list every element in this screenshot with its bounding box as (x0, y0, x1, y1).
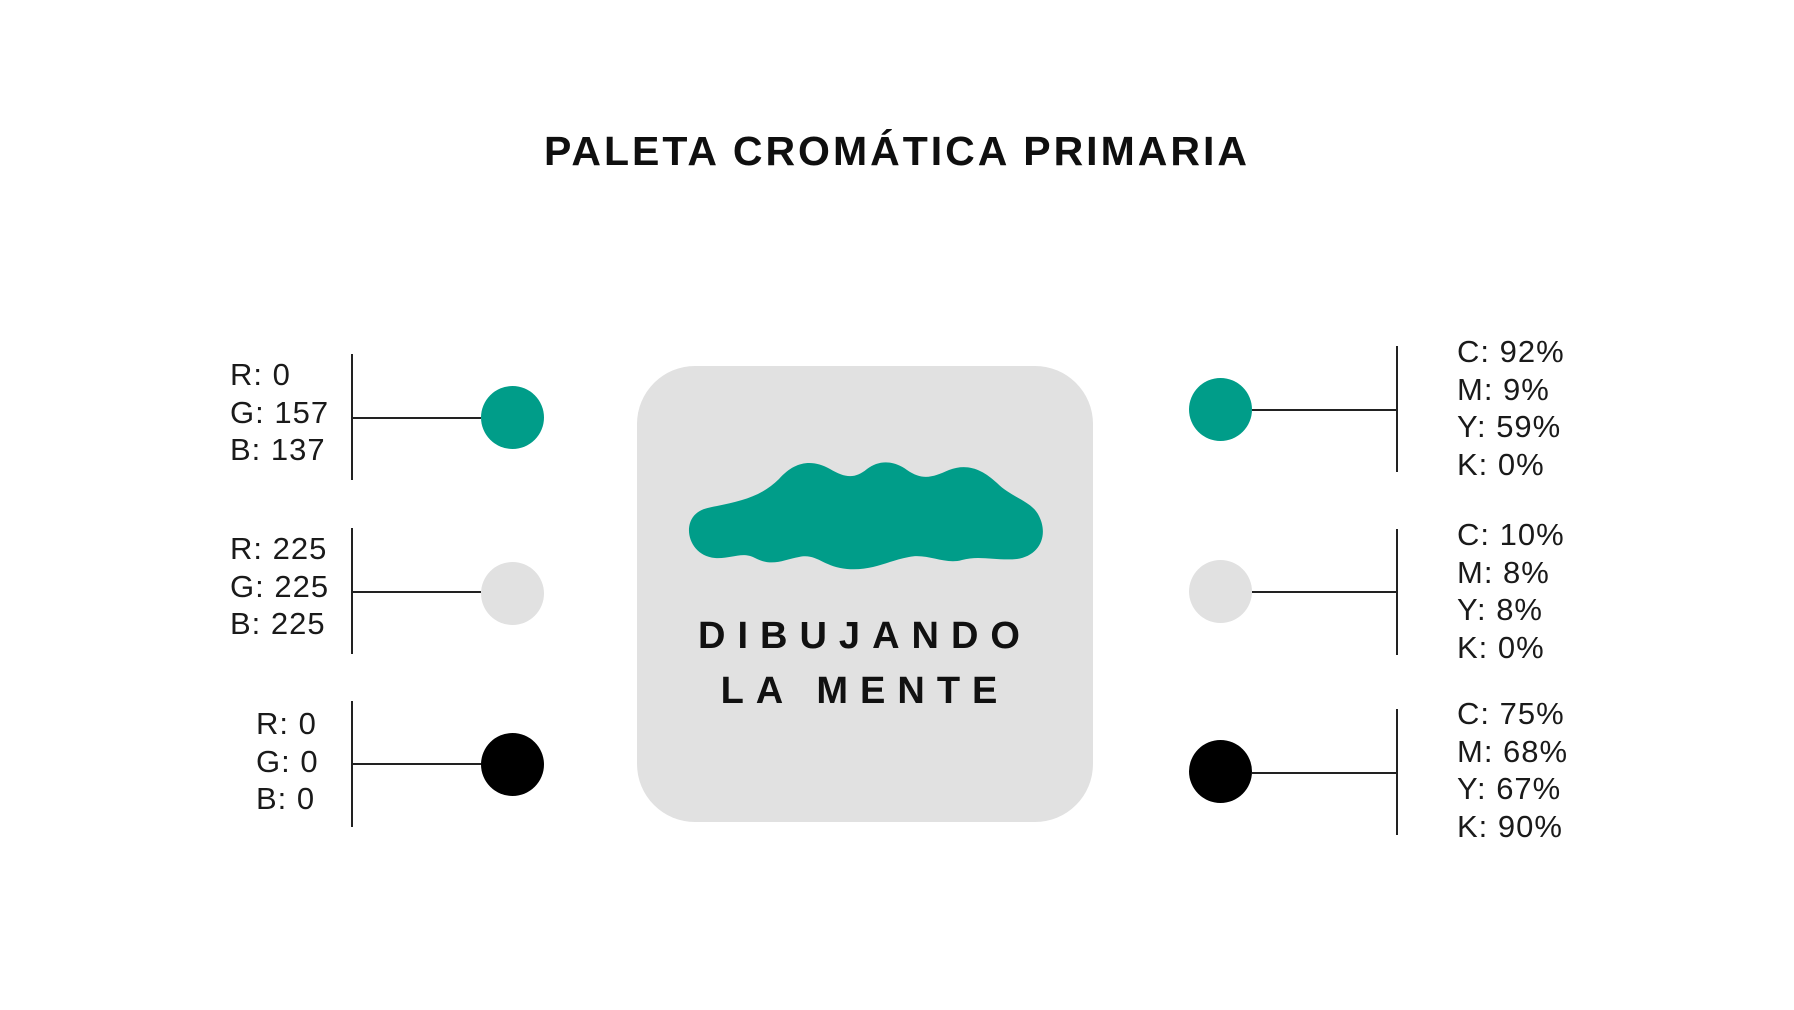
cmyk-m-value: M: 8% (1457, 554, 1550, 590)
logo-card: DIBUJANDO LA MENTE (637, 366, 1093, 822)
rgb-spec-black: R: 0 G: 0 B: 0 (256, 705, 319, 818)
bracket-line (1396, 529, 1398, 655)
rgb-b-value: B: 0 (256, 781, 316, 816)
cmyk-y-value: Y: 67% (1457, 771, 1562, 806)
connector-line (351, 417, 481, 419)
gray-swatch-rgb (481, 562, 544, 625)
rgb-b-value: B: 137 (230, 432, 326, 467)
cmyk-m-value: M: 9% (1457, 371, 1550, 407)
rgb-spec-gray: R: 225 G: 225 B: 225 (230, 530, 329, 643)
cmyk-y-value: Y: 8% (1457, 592, 1543, 627)
connector-line (1252, 409, 1396, 411)
black-swatch-cmyk (1189, 740, 1252, 803)
cmyk-k-value: K: 0% (1457, 629, 1545, 665)
cmyk-c-value: C: 92% (1457, 334, 1565, 369)
cmyk-k-value: K: 0% (1457, 446, 1545, 482)
cloud-logo-icon (688, 462, 1043, 570)
rgb-r-value: R: 0 (256, 706, 317, 741)
black-swatch-rgb (481, 733, 544, 796)
page-title: PALETA CROMÁTICA PRIMARIA (544, 128, 1250, 174)
gray-swatch-cmyk (1189, 560, 1252, 623)
rgb-spec-teal: R: 0 G: 157 B: 137 (230, 356, 329, 469)
rgb-g-value: G: 225 (230, 568, 330, 604)
connector-line (351, 591, 481, 593)
logo-text-line2: LA MENTE (720, 670, 1010, 712)
rgb-r-value: R: 0 (230, 357, 291, 392)
rgb-r-value: R: 225 (230, 531, 328, 566)
bracket-line (1396, 346, 1398, 472)
connector-line (1252, 772, 1396, 774)
rgb-g-value: G: 0 (256, 743, 319, 779)
connector-line (351, 763, 481, 765)
rgb-g-value: G: 157 (230, 394, 330, 430)
cmyk-c-value: C: 75% (1457, 696, 1565, 731)
cmyk-k-value: K: 90% (1457, 808, 1563, 844)
rgb-b-value: B: 225 (230, 606, 326, 641)
logo-text-line1: DIBUJANDO (698, 615, 1032, 657)
cmyk-spec-black: C: 75% M: 68% Y: 67% K: 90% (1457, 695, 1568, 845)
cmyk-y-value: Y: 59% (1457, 409, 1562, 444)
cmyk-spec-gray: C: 10% M: 8% Y: 8% K: 0% (1457, 516, 1565, 666)
teal-swatch-cmyk (1189, 378, 1252, 441)
cmyk-spec-teal: C: 92% M: 9% Y: 59% K: 0% (1457, 333, 1565, 483)
bracket-line (1396, 709, 1398, 835)
teal-swatch-rgb (481, 386, 544, 449)
cmyk-m-value: M: 68% (1457, 733, 1569, 769)
cmyk-c-value: C: 10% (1457, 517, 1565, 552)
connector-line (1252, 591, 1396, 593)
